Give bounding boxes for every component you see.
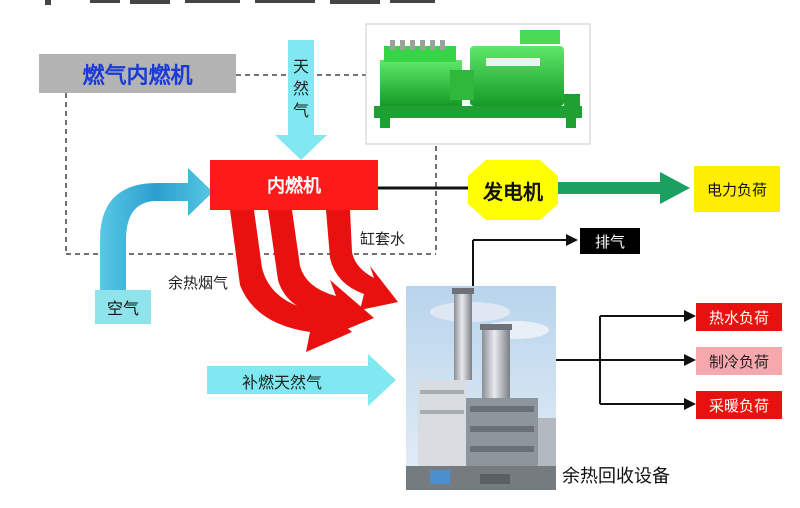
power-output-arrow <box>555 172 690 204</box>
hot-water-load-label: 热水负荷 <box>708 308 769 327</box>
exhaust-label: 排气 <box>594 232 625 251</box>
exhaust-connector <box>472 234 578 290</box>
recovery-plant-image <box>406 286 556 490</box>
engine-box: 内燃机 <box>210 160 378 210</box>
natural-gas-label: 天 然 气 <box>292 56 310 122</box>
gas-engine-title-text: 燃气内燃机 <box>82 63 193 89</box>
flue-gas-label: 余热烟气 <box>168 274 229 292</box>
generator-node: 发电机 <box>468 160 558 220</box>
heating-load-label: 采暖负荷 <box>708 396 769 415</box>
air-box: 空气 <box>95 290 151 324</box>
exhaust-box: 排气 <box>580 228 640 254</box>
cooling-load-box: 制冷负荷 <box>696 347 782 375</box>
hot-water-load-box: 热水负荷 <box>696 303 782 331</box>
top-title-remnant <box>45 0 435 5</box>
engine-label: 内燃机 <box>267 176 321 197</box>
generator-octagon <box>468 160 558 220</box>
natural-gas-char-1: 天 <box>292 57 309 76</box>
supplementary-gas-label: 补燃天然气 <box>242 373 323 392</box>
air-arrow <box>100 168 213 292</box>
load-distribution-lines <box>556 310 696 410</box>
supplementary-gas-arrow <box>207 354 396 406</box>
heating-load-box: 采暖负荷 <box>696 391 782 419</box>
recovery-equipment-label: 余热回收设备 <box>562 466 670 487</box>
generator-label: 发电机 <box>483 179 543 204</box>
air-label: 空气 <box>106 299 139 318</box>
flue-gas-arrow-middle <box>268 210 374 336</box>
flue-gas-arrow-left <box>230 210 352 352</box>
jacket-water-label: 缸套水 <box>360 230 406 248</box>
generator-set-image <box>365 23 591 145</box>
flue-gas-arrow-right <box>326 210 398 310</box>
gas-engine-title: 燃气内燃机 <box>39 54 236 93</box>
power-load-label: 电力负荷 <box>706 180 767 199</box>
natural-gas-arrow <box>275 40 327 160</box>
power-load-box: 电力负荷 <box>694 166 780 212</box>
natural-gas-char-2: 然 <box>292 79 309 98</box>
cooling-load-label: 制冷负荷 <box>708 352 769 371</box>
natural-gas-char-3: 气 <box>292 101 309 120</box>
